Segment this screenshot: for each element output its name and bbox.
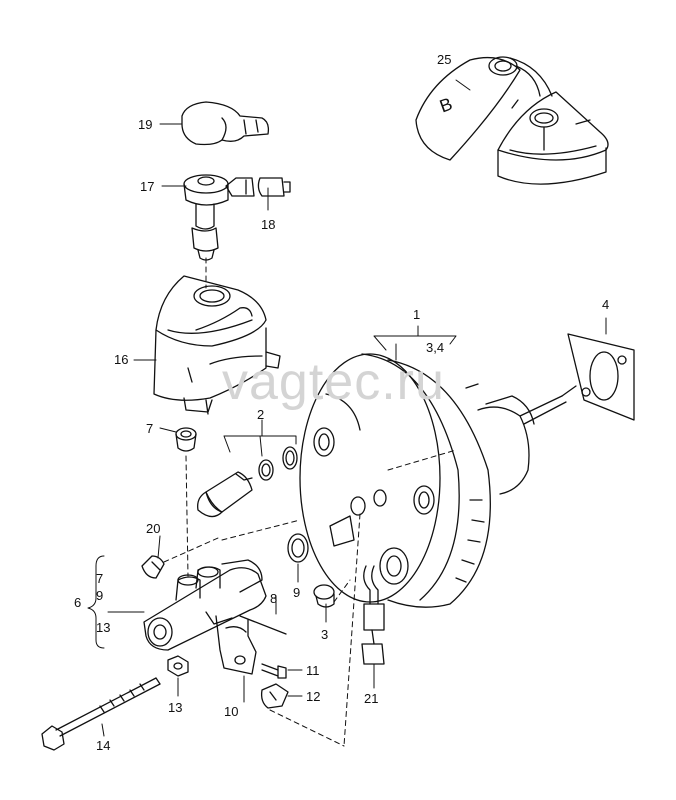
seal-kit-part-2 [197, 446, 298, 518]
callout-11: 11 [306, 663, 320, 678]
callout-6: 6 [74, 595, 82, 610]
pin-part-8 [239, 615, 287, 635]
callout-6-sub-7: 7 [96, 571, 104, 586]
grommet-part-3 [313, 584, 335, 608]
brake-fluid-reservoir-part-16 [153, 275, 281, 415]
reservoir-insert-part-25 [415, 56, 609, 185]
long-bolt-part-14 [41, 677, 161, 751]
screw-part-11 [261, 663, 287, 679]
callout-6-sub-13: 13 [96, 620, 111, 635]
callout-10: 10 [224, 704, 239, 719]
callout-25: 25 [437, 52, 452, 67]
callout-17: 17 [140, 179, 155, 194]
grommet-part-7 [175, 427, 197, 452]
leader-lines [101, 79, 607, 737]
callout-12: 12 [306, 689, 321, 704]
callout-1: 1 [413, 307, 421, 322]
o-ring-part-9 [287, 533, 309, 563]
callout-8: 8 [270, 591, 278, 606]
callout-13: 13 [168, 700, 183, 715]
connector-part-18 [257, 177, 291, 197]
filler-part-17 [183, 174, 255, 261]
callout-21: 21 [364, 691, 379, 706]
callout-14: 14 [96, 738, 111, 753]
nut-part-13 [167, 655, 189, 677]
callout-3-4: 3,4 [426, 340, 445, 355]
callout-6-sub-9: 9 [96, 588, 104, 603]
cap-part-19 [181, 101, 270, 146]
clip-part-20 [141, 555, 165, 579]
dashed-center-lines [163, 257, 457, 747]
bracket-part-10 [215, 615, 257, 675]
callout-16: 16 [114, 352, 129, 367]
callout-19: 19 [138, 117, 153, 132]
bracket-group-6 [87, 555, 105, 649]
callout-4: 4 [602, 297, 610, 312]
watermark: vagtec.ru [222, 353, 445, 411]
vacuum-sensor-part-21 [361, 565, 385, 665]
callout-7: 7 [146, 421, 154, 436]
callout-9: 9 [293, 585, 301, 600]
callout-18: 18 [261, 217, 276, 232]
gasket-part-4 [567, 333, 635, 421]
callout-3: 3 [321, 627, 329, 642]
callout-2: 2 [257, 407, 265, 422]
callout-20: 20 [146, 521, 161, 536]
brake-booster-part-1 [299, 353, 577, 608]
clip-part-12 [260, 683, 289, 709]
